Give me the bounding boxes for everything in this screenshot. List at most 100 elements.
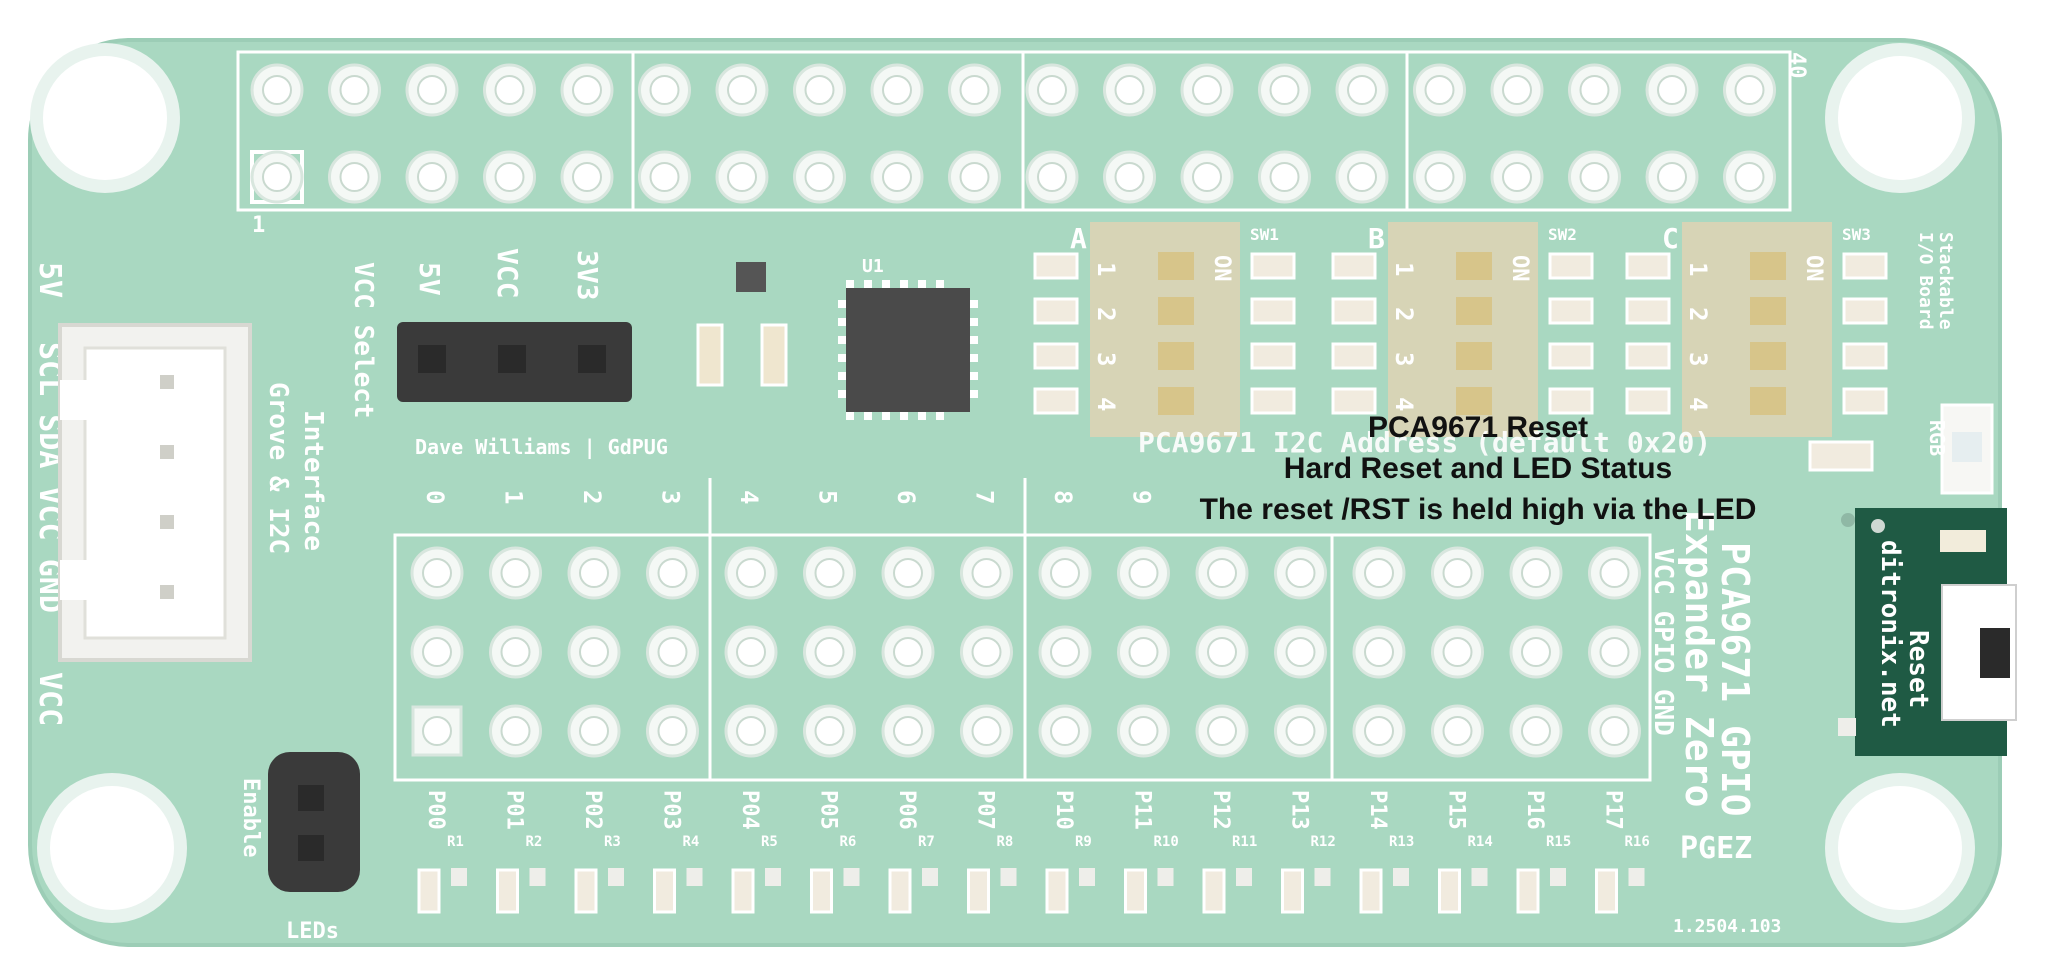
header-pin [793,150,846,204]
dip-number: 3 [1684,352,1712,366]
address-label: PCA9671 I2C Address (default 0x20) [1138,426,1711,459]
column-number: 7 [971,490,999,504]
led-indicator [1438,868,1461,914]
solder-pad [1331,252,1377,280]
chip-pin [936,280,944,288]
column-number: 5 [814,490,842,504]
proto-pin [1509,546,1563,600]
proto-pin [724,546,778,600]
chip-pin [970,336,978,344]
dip-number: 1 [1092,262,1120,276]
dip-toggle [1456,342,1492,370]
solder-pad [1033,297,1079,325]
dip-toggle [1750,252,1786,280]
grove-title-line1: Grove & I2C [263,382,293,554]
chip-pin [838,336,846,344]
header-pin [250,63,304,117]
dip-toggle [1456,252,1492,280]
led-indicator [1045,868,1069,914]
port-label: P10 [1051,790,1076,830]
side-pins-label: VCC GPIO GND [1648,548,1678,736]
resistor-label: R13 [1389,834,1414,850]
header-pin [948,63,1001,117]
resistor [1079,868,1095,886]
resistor [1628,868,1645,886]
dip-toggle [1158,387,1194,415]
header-pin [1413,150,1466,204]
resistor [765,868,781,886]
vcc-option-vcc: VCC [491,248,524,299]
solder-pad [1548,342,1594,370]
resistor [1393,868,1409,886]
dip-ref-label: SW2 [1548,225,1577,244]
resistor-label: R11 [1232,834,1257,850]
solder-pad [1842,342,1888,370]
rgb-label: RGB [1925,420,1949,456]
solder-pad [1842,297,1888,325]
header-pin [715,63,769,117]
solder-pad [1331,342,1377,370]
side-title-line2: Expander Zero [1677,510,1721,807]
resistor [843,868,860,886]
label-5v: 5V [32,262,67,298]
header-pin [1490,63,1544,117]
dip-number: 4 [1390,397,1418,411]
header-pin [1723,63,1776,117]
chip-pin [936,412,944,420]
resistor-label: R5 [761,834,778,850]
header-pin [483,150,536,204]
header-pin [1258,150,1311,204]
stackable-label-line1: Stackable [1935,232,1956,330]
resistor-label: R16 [1625,834,1650,850]
proto-pin [410,546,464,600]
resistor [1000,868,1017,886]
resistor [1236,868,1252,886]
dip-on-label: ON [1801,255,1826,282]
proto-pin [646,546,699,600]
credit-label: Dave Williams | GdPUG [415,435,668,459]
port-label: P11 [1130,790,1155,830]
led-indicator [1124,868,1147,914]
resistor [1550,868,1566,886]
proto-pin [803,704,856,758]
led-indicator [1281,868,1304,914]
resistor-label: R10 [1154,834,1179,850]
header-pin [1180,63,1234,117]
resistor [1808,440,1874,472]
header-pin [1568,150,1621,204]
solder-pad [1250,252,1296,280]
dip-bank-label: A [1070,222,1087,255]
leds-label: LEDs [286,919,339,944]
proto-pin [646,625,699,679]
label-vcc-bottom: VCC [32,672,67,726]
dip-toggle [1158,252,1194,280]
header-pin [1180,150,1234,204]
led-indicator [417,868,441,914]
chip-pin [970,300,978,308]
reset-url: ditronix.net [1875,540,1905,728]
port-label: P03 [659,790,684,830]
led-indicator [1202,868,1226,914]
version-label: 1.2504.103 [1673,916,1781,937]
header-pin [638,63,691,117]
header-pin [560,63,614,117]
proto-pin [881,546,935,600]
proto-pin [1038,625,1092,679]
header-pin [1335,63,1389,117]
dip-toggle [1750,297,1786,325]
port-label: P01 [502,790,527,830]
enable-label: Enable [238,778,263,857]
dip-number: 2 [1092,307,1120,321]
dip-number: 4 [1684,397,1712,411]
chip-pin [838,372,846,380]
grove-title-line2: Interface [298,410,328,551]
column-number: 9 [1128,490,1156,504]
header-pin [1335,150,1389,204]
led-indicator [967,868,990,914]
grove-connector [58,323,252,662]
header-pin [1025,63,1079,117]
proto-pin [567,625,621,679]
proto-pin [1038,546,1092,600]
chip-pin [846,412,854,420]
